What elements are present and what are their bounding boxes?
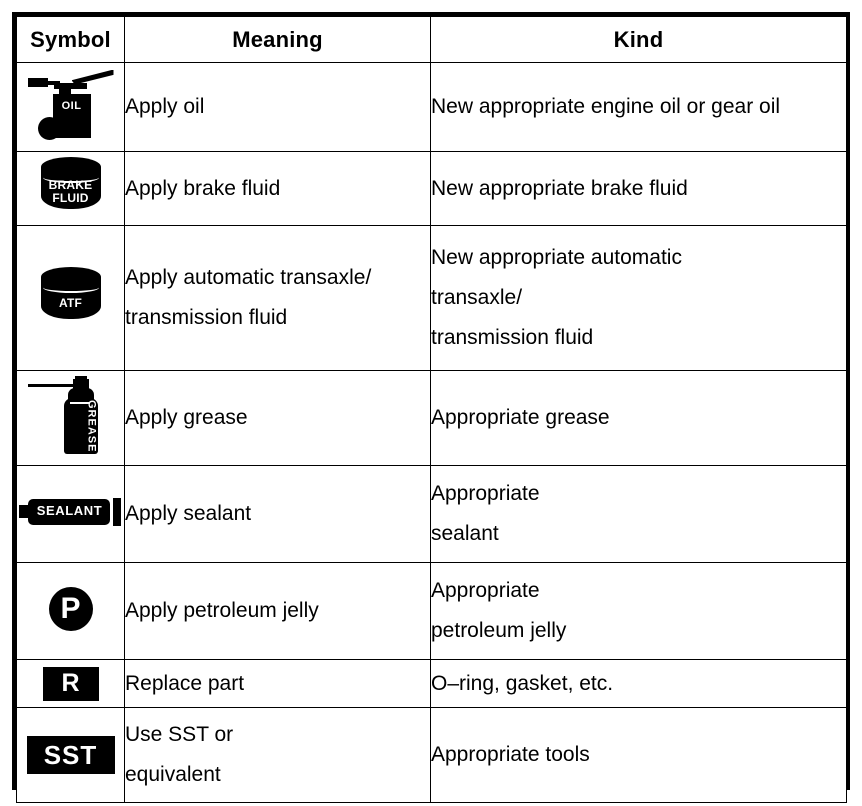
kind-line: Appropriate <box>431 579 540 603</box>
atf-can-icon: ATF <box>39 266 103 325</box>
table-row: OIL Apply oil New appropriate engine oil… <box>16 62 847 152</box>
symbol-cell: P <box>16 562 125 660</box>
kind-line: petroleum jelly <box>431 619 567 642</box>
column-header-symbol: Symbol <box>16 16 125 63</box>
table-row: R Replace part O–ring, gasket, etc. <box>16 659 847 708</box>
table-row: ATF Apply automatic transaxle/ transmiss… <box>16 225 847 371</box>
replace-part-icon: R <box>42 666 99 701</box>
meaning-cell: Use SST or equivalent <box>124 707 431 803</box>
kind-line: Appropriate grease <box>431 406 610 430</box>
meaning-line: transmission fluid <box>125 306 288 329</box>
meaning-cell: Apply petroleum jelly <box>124 562 431 660</box>
kind-cell: New appropriate brake fluid <box>430 151 847 226</box>
meaning-line: Apply grease <box>125 406 248 430</box>
kind-line: O–ring, gasket, etc. <box>431 671 614 695</box>
meaning-cell: Apply oil <box>124 62 431 152</box>
meaning-cell: Apply automatic transaxle/ transmission … <box>124 225 431 371</box>
table-row: SST Use SST or equivalent Appropriate to… <box>16 707 847 803</box>
kind-line: transaxle/ <box>431 286 523 310</box>
kind-cell: O–ring, gasket, etc. <box>430 659 847 708</box>
symbol-cell: SEALANT <box>16 465 125 563</box>
meaning-cell: Apply sealant <box>124 465 431 563</box>
kind-line: Appropriate <box>431 482 540 506</box>
symbol-cell: R <box>16 659 125 708</box>
kind-line: sealant <box>431 522 499 545</box>
symbol-cell: ATF <box>16 225 125 371</box>
meaning-line: Apply petroleum jelly <box>125 599 319 623</box>
kind-cell: Appropriate petroleum jelly <box>430 562 847 660</box>
icon-label-line1: BRAKE <box>48 178 93 192</box>
kind-line: Appropriate tools <box>431 743 590 767</box>
meaning-line: Apply automatic transaxle/ <box>125 266 372 290</box>
petroleum-jelly-icon-label: P <box>60 591 81 625</box>
meaning-line: Apply oil <box>125 95 205 119</box>
sealant-tube-icon-label: SEALANT <box>36 502 103 518</box>
grease-can-icon-label: GREASE <box>85 400 98 453</box>
kind-line: New appropriate brake fluid <box>431 176 688 200</box>
table-body: OIL Apply oil New appropriate engine oil… <box>16 62 847 803</box>
legend-table-container: Symbol Meaning Kind OIL <box>12 12 850 803</box>
icon-label-line2: FLUID <box>52 190 89 205</box>
kind-line: New appropriate automatic <box>431 246 682 270</box>
meaning-line: Apply brake fluid <box>125 176 281 200</box>
table-row: P Apply petroleum jelly Appropriate petr… <box>16 562 847 660</box>
meaning-line: Apply sealant <box>125 502 252 526</box>
grease-can-icon: GREASE <box>27 375 114 456</box>
meaning-cell: Apply brake fluid <box>124 151 431 226</box>
symbol-cell: GREASE <box>16 370 125 466</box>
sealant-tube-icon: SEALANT <box>18 497 123 527</box>
meaning-line: Replace part <box>125 671 245 695</box>
oil-can-icon-label: OIL <box>61 99 82 112</box>
petroleum-jelly-icon: P <box>48 586 93 631</box>
oil-can-icon: OIL <box>27 69 114 140</box>
meaning-cell: Replace part <box>124 659 431 708</box>
column-header-meaning: Meaning <box>124 16 431 63</box>
table-row: SEALANT Apply sealant Appropriate sealan… <box>16 465 847 563</box>
table-row: GREASE Apply grease Appropriate grease <box>16 370 847 466</box>
table-header: Symbol Meaning Kind <box>16 16 847 63</box>
kind-cell: Appropriate tools <box>430 707 847 803</box>
kind-cell: Appropriate sealant <box>430 465 847 563</box>
meaning-line: equivalent <box>125 763 221 786</box>
kind-line: transmission fluid <box>431 325 594 349</box>
symbol-legend-table: Symbol Meaning Kind OIL <box>16 16 847 803</box>
atf-can-icon-label: ATF <box>58 295 83 310</box>
sst-icon: SST <box>26 736 115 774</box>
kind-cell: Appropriate grease <box>430 370 847 466</box>
symbol-cell: SST <box>16 707 125 803</box>
column-header-kind: Kind <box>430 16 847 63</box>
header-row: Symbol Meaning Kind <box>16 16 847 63</box>
meaning-line: Use SST or <box>125 723 234 747</box>
kind-line: New appropriate engine oil or gear oil <box>431 95 781 119</box>
meaning-cell: Apply grease <box>124 370 431 466</box>
kind-cell: New appropriate engine oil or gear oil <box>430 62 847 152</box>
symbol-cell: OIL <box>16 62 125 152</box>
kind-cell: New appropriate automatic transaxle/ tra… <box>430 225 847 371</box>
